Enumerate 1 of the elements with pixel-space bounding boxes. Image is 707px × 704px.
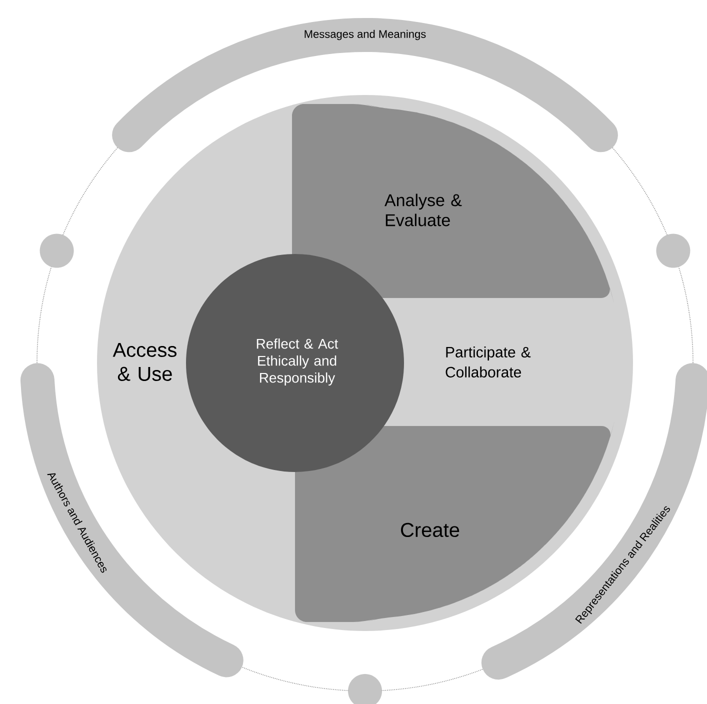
arc-band: Messages and Meanings xyxy=(112,18,618,152)
